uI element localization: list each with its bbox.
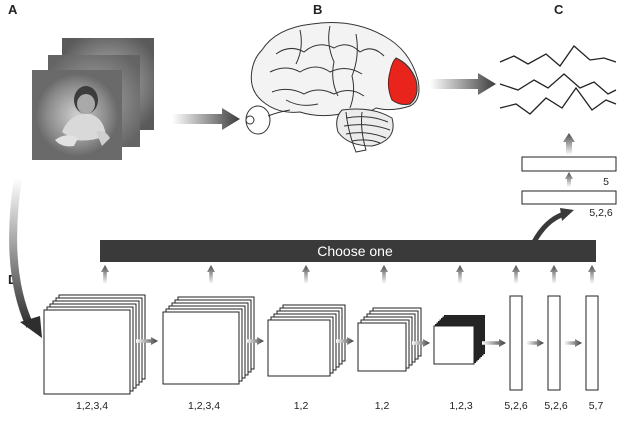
up-arrow-7 bbox=[550, 265, 558, 284]
panel-label-c: C bbox=[554, 2, 564, 17]
response-trace-3 bbox=[499, 86, 617, 115]
response-trace-2 bbox=[499, 73, 617, 95]
layer-stack-7 bbox=[547, 295, 561, 391]
brain-illustration bbox=[245, 22, 420, 153]
layer-stack-5 bbox=[433, 315, 485, 365]
readout-box-bottom bbox=[521, 190, 617, 205]
arrow-image-to-brain bbox=[172, 108, 240, 130]
response-traces bbox=[499, 45, 617, 115]
up-arrow-6 bbox=[512, 265, 520, 284]
up-arrow-1 bbox=[101, 265, 109, 284]
feature-map bbox=[509, 295, 523, 391]
layer-label-1: 1,2,3,4 bbox=[76, 400, 108, 412]
layer-labels: 1,2,3,4 1,2,3,4 1,2 1,2 1,2,3 5,2,6 5,2,6 5,7 bbox=[76, 400, 604, 412]
arrow-bar-to-readout-head bbox=[560, 208, 574, 221]
layer-label-6: 5,2,6 bbox=[504, 400, 528, 412]
panel-label-a: A bbox=[8, 2, 18, 17]
network-layers bbox=[43, 294, 599, 395]
arrow-brain-to-responses bbox=[430, 73, 496, 95]
arrow-bar-to-readout bbox=[531, 211, 565, 244]
feature-map bbox=[433, 325, 475, 365]
layer-label-8: 5,7 bbox=[589, 400, 604, 412]
arrow-image-to-network bbox=[9, 177, 34, 328]
feature-map bbox=[43, 309, 131, 395]
choose-one-label: Choose one bbox=[317, 243, 393, 259]
image-stack bbox=[32, 38, 154, 160]
arrow-image-to-network-head bbox=[20, 316, 42, 338]
layer-label-4: 1,2 bbox=[375, 400, 390, 412]
connection-arrow-5 bbox=[482, 339, 506, 347]
arrow-readout-mid bbox=[565, 172, 573, 187]
layer-stack-4 bbox=[357, 307, 422, 372]
layer-stack-2 bbox=[162, 296, 255, 385]
readout-stack: 5 5,2,6 bbox=[521, 133, 617, 219]
arrow-readout-top bbox=[563, 133, 575, 155]
feature-map bbox=[585, 295, 599, 391]
connection-arrow-6 bbox=[526, 339, 544, 347]
layer-stack-8 bbox=[585, 295, 599, 391]
feature-map bbox=[357, 322, 407, 372]
connection-arrow-7 bbox=[564, 339, 582, 347]
panel-label-b: B bbox=[313, 2, 322, 17]
up-arrow-8 bbox=[588, 265, 596, 284]
photo-front bbox=[32, 70, 122, 160]
layer-label-7: 5,2,6 bbox=[544, 400, 568, 412]
readout-label-bottom: 5,2,6 bbox=[589, 207, 613, 219]
up-arrow-4 bbox=[380, 265, 388, 284]
up-arrow-5 bbox=[456, 265, 464, 284]
highlighted-region bbox=[387, 57, 418, 105]
connection-arrow-1 bbox=[136, 337, 158, 345]
feature-map bbox=[547, 295, 561, 391]
readout-label-top: 5 bbox=[603, 176, 609, 188]
layer-stack-3 bbox=[267, 304, 346, 377]
choose-one-bar bbox=[100, 240, 596, 262]
response-trace-1 bbox=[499, 45, 617, 67]
layer-stack-6 bbox=[509, 295, 523, 391]
connection-arrow-3 bbox=[336, 337, 354, 345]
layer-connection-arrows bbox=[136, 337, 582, 347]
connection-arrow-2 bbox=[246, 337, 264, 345]
layer-to-bar-arrows bbox=[101, 265, 596, 284]
layer-label-3: 1,2 bbox=[294, 400, 309, 412]
layer-label-2: 1,2,3,4 bbox=[188, 400, 220, 412]
layer-stack-1 bbox=[43, 294, 146, 395]
layer-label-5: 1,2,3 bbox=[449, 400, 473, 412]
connection-arrow-4 bbox=[412, 339, 430, 347]
feature-map bbox=[162, 311, 240, 385]
readout-box-top bbox=[521, 156, 617, 172]
up-arrow-3 bbox=[302, 265, 310, 284]
up-arrow-2 bbox=[207, 265, 215, 284]
feature-map bbox=[267, 319, 331, 377]
